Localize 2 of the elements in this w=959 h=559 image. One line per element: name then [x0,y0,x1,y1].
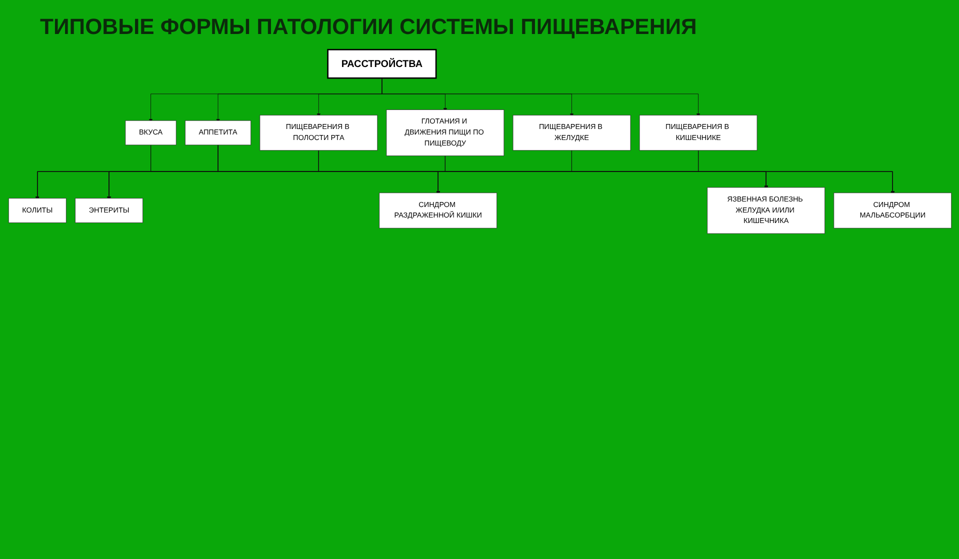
node-box: РАССТРОЙСТВА [326,48,436,79]
diagram-title: ТИПОВЫЕ ФОРМЫ ПАТОЛОГИИ СИСТЕМЫ ПИЩЕВАРЕНИЯ [39,13,698,41]
